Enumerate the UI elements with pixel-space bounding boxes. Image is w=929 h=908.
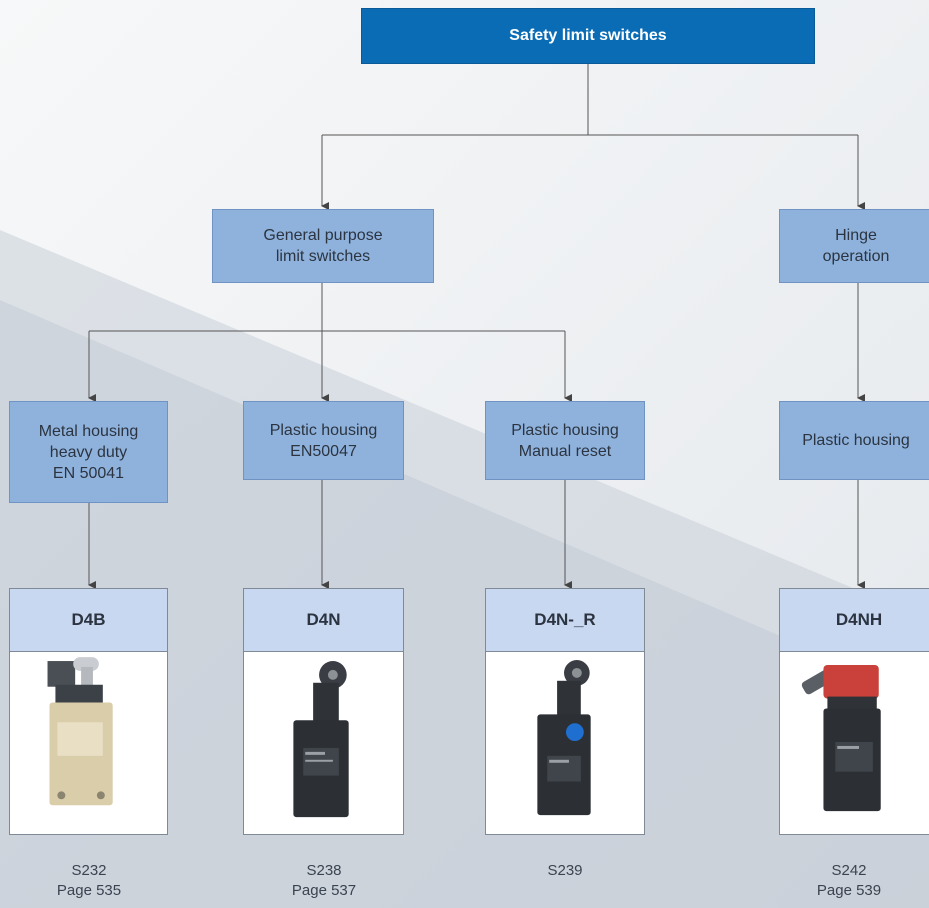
category-1-line1: Metal housing (38, 422, 139, 440)
limit-switch-image (537, 660, 591, 816)
ref-code: S238 (306, 862, 342, 879)
ref-page: Page 535 (56, 882, 122, 899)
group-hinge-line2: operation (822, 248, 890, 265)
product-name: D4N-_R (486, 589, 644, 652)
product-ref-d4b: S232 Page 535 (9, 861, 169, 901)
ref-code: S239 (547, 862, 583, 879)
product-card-d4nh: D4NH (779, 588, 929, 835)
product-ref-d4nh: S242 Page 539 (769, 861, 929, 901)
limit-switch-image (47, 657, 113, 806)
category-plastic-manual-reset: Plastic housing Manual reset (485, 401, 645, 480)
category-plastic-housing: Plastic housing (779, 401, 929, 480)
root-label: Safety limit switches (509, 27, 667, 44)
category-plastic-en50047: Plastic housing EN50047 (243, 401, 404, 480)
group-hinge-line1: Hinge (835, 227, 877, 244)
group-general-line1: General purpose (263, 227, 383, 244)
product-name: D4NH (780, 589, 929, 652)
group-general-purpose: General purpose limit switches (212, 209, 434, 283)
ref-code: S232 (71, 862, 107, 879)
category-metal-housing: Metal housing heavy duty EN 50041 (9, 401, 168, 503)
product-card-d4b: D4B (9, 588, 168, 835)
product-ref-d4n-r: S239 (485, 861, 645, 881)
ref-page: Page 539 (816, 882, 882, 899)
root-node: Safety limit switches (361, 8, 815, 64)
category-1-line3: EN 50041 (52, 464, 125, 482)
ref-page: Page 537 (291, 882, 357, 899)
limit-switch-image (293, 661, 349, 818)
category-1-line2: heavy duty (49, 443, 128, 461)
ref-code: S242 (831, 862, 867, 879)
category-3-line2: Manual reset (518, 442, 612, 460)
product-name: D4N (244, 589, 403, 652)
group-general-line2: limit switches (275, 248, 371, 265)
product-ref-d4n: S238 Page 537 (244, 861, 404, 901)
product-name: D4B (10, 589, 167, 652)
category-3-line1: Plastic housing (511, 421, 619, 439)
product-card-d4n: D4N (243, 588, 404, 835)
limit-switch-image (801, 664, 881, 812)
category-2-line2: EN50047 (290, 442, 357, 460)
group-hinge-operation: Hinge operation (779, 209, 929, 283)
category-4-line1: Plastic housing (802, 432, 910, 449)
category-2-line1: Plastic housing (269, 421, 378, 439)
product-card-d4n-r: D4N-_R (485, 588, 645, 835)
